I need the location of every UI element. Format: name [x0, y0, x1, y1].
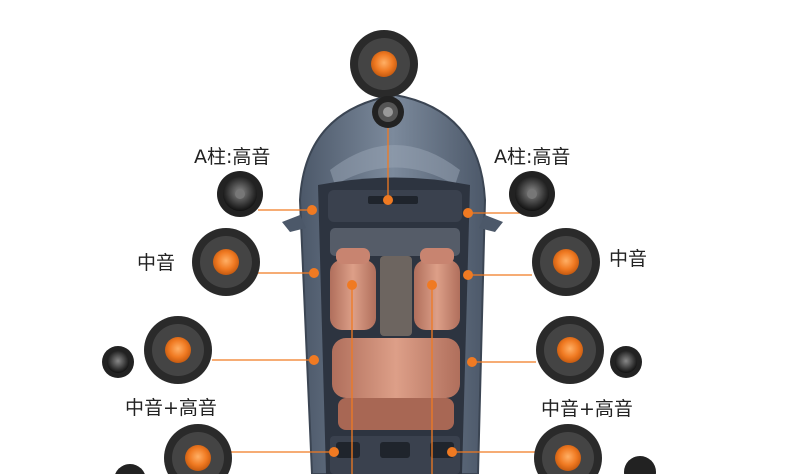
tweeter-top-center — [372, 96, 404, 128]
tweeter-a-pillar-left — [217, 171, 263, 217]
speaker-mid-high-left — [144, 316, 212, 384]
connection-lines — [212, 115, 536, 474]
tweeter-a-pillar-right — [509, 171, 555, 217]
speaker-rear-right — [534, 424, 602, 474]
label-a-pillar-left: A柱:高音 — [194, 146, 271, 168]
tweeter-rear-left — [115, 464, 145, 474]
label-mid-left: 中音 — [137, 252, 176, 274]
label-mid-high-left: 中音+高音 — [125, 397, 217, 419]
label-a-pillar-right: A柱:高音 — [494, 146, 571, 168]
label-mid-right: 中音 — [609, 248, 648, 270]
speaker-rear-left — [164, 424, 232, 474]
speaker-mid-left — [192, 228, 260, 296]
connection-dots — [307, 195, 477, 457]
label-mid-high-right: 中音+高音 — [541, 398, 633, 420]
tweeter-mid-high-left — [102, 346, 134, 378]
speaker-mid-right — [532, 228, 600, 296]
speaker-mid-high-right — [536, 316, 604, 384]
tweeter-rear-right — [624, 456, 656, 474]
speaker-top-center — [350, 30, 418, 98]
car-body — [282, 93, 503, 474]
tweeter-mid-high-right — [610, 346, 642, 378]
